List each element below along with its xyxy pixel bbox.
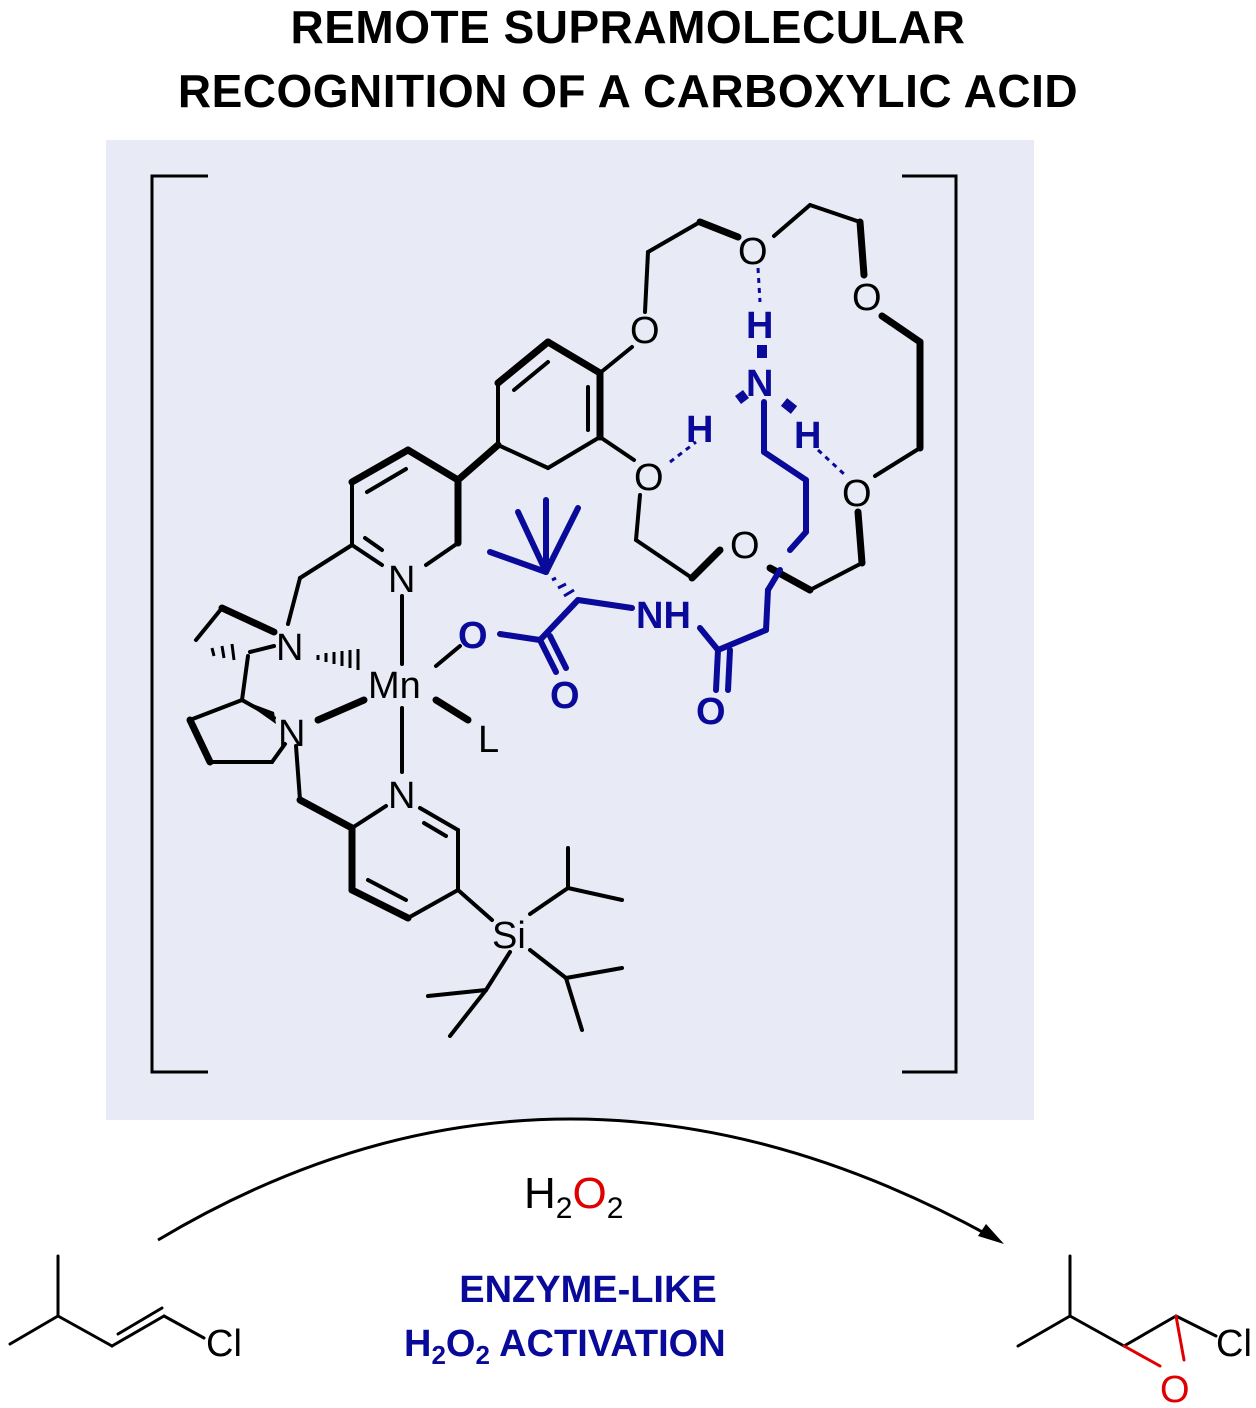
atom-o-carbonyl-amide: O bbox=[696, 691, 726, 733]
atom-nh-amide: NH bbox=[636, 595, 691, 637]
reagent-h2o2: H2O2 bbox=[524, 1169, 623, 1225]
atom-o-carboxylate: O bbox=[458, 615, 488, 657]
atom-o-catechol-2: O bbox=[634, 457, 664, 499]
title-line-2: RECOGNITION OF A CARBOXYLIC ACID bbox=[177, 65, 1079, 117]
atom-cl-epoxide: Cl bbox=[1216, 1323, 1252, 1365]
substrate-hashed-wedge bbox=[551, 576, 575, 598]
atom-o-carbonyl-acid: O bbox=[550, 675, 580, 717]
starting-alkene bbox=[8, 1254, 206, 1348]
atom-cl-alkene: Cl bbox=[206, 1323, 242, 1365]
catalyst-panel bbox=[106, 140, 1034, 1120]
atom-h-right: H bbox=[794, 415, 821, 457]
atom-h-left: H bbox=[686, 409, 713, 451]
substrate-skeleton bbox=[487, 399, 809, 693]
caption-line-1: ENZYME-LIKE bbox=[459, 1269, 717, 1311]
reaction-arrowhead bbox=[978, 1224, 1004, 1244]
atom-h-top: H bbox=[746, 305, 773, 347]
caption-line-2: H2O2 ACTIVATION bbox=[404, 1323, 726, 1370]
atom-n-lower-pyridine: N bbox=[388, 775, 415, 817]
atom-o-epoxide: O bbox=[1160, 1369, 1190, 1408]
solid-wedge bbox=[242, 700, 276, 724]
ammonium-bonds bbox=[735, 345, 798, 414]
atom-o-crown-1: O bbox=[738, 231, 768, 273]
atom-o-crown-4: O bbox=[730, 525, 760, 567]
atom-o-crown-3: O bbox=[842, 473, 872, 515]
atom-n-pyrrolidine-upper: N bbox=[276, 627, 303, 669]
product-epoxide bbox=[1016, 1254, 1218, 1348]
atom-n-ammonium: N bbox=[746, 363, 773, 405]
atom-mn: Mn bbox=[368, 665, 421, 707]
reaction-arrow bbox=[157, 1117, 991, 1242]
epoxide-oxygen-bonds bbox=[1122, 1314, 1186, 1368]
atom-ligand-l: L bbox=[478, 719, 499, 761]
hashed-wedges bbox=[210, 643, 360, 670]
right-bracket bbox=[902, 174, 958, 1074]
atom-n-pyrrolidine-lower: N bbox=[278, 713, 305, 755]
atom-n-upper-pyridine: N bbox=[388, 559, 415, 601]
left-bracket bbox=[150, 174, 208, 1074]
atom-si: Si bbox=[492, 915, 526, 957]
atom-o-crown-2: O bbox=[852, 277, 882, 319]
title-line-1: REMOTE SUPRAMOLECULAR bbox=[290, 1, 966, 53]
atom-o-catechol-1: O bbox=[630, 310, 660, 352]
